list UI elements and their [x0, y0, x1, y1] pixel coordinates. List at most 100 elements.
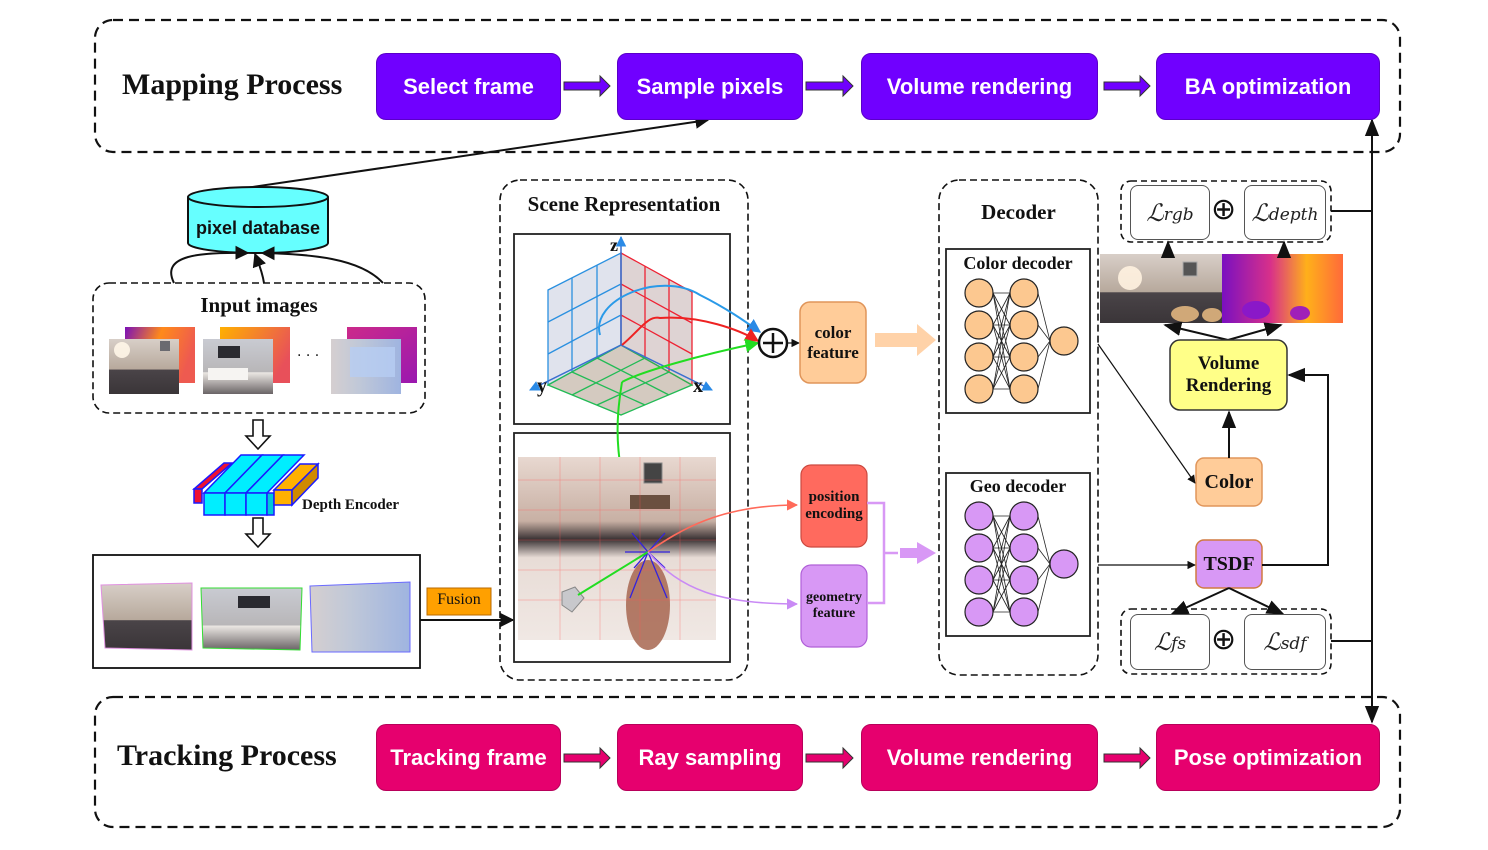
geometry-feature-label: geometry feature — [806, 589, 862, 621]
loss-sdf-symbol: ℒ — [1263, 628, 1281, 656]
position-encoding-arrow — [647, 499, 799, 553]
mlp-neuron — [1009, 278, 1039, 308]
loss-top-oplus-icon: ⊕ — [1211, 192, 1237, 227]
mlp-edge — [1037, 324, 1051, 342]
feature-merge-bracket — [867, 501, 898, 605]
mlp-neuron — [1009, 533, 1039, 563]
loss-fs-symbol: ℒ — [1153, 628, 1172, 656]
tracking-step-volume-rendering[interactable]: Volume rendering — [861, 724, 1098, 791]
tsdf-to-sdf-arrow — [1228, 587, 1285, 615]
color-decoder-to-color-arrow — [1097, 343, 1196, 484]
color-feature-to-decoder-arrow — [875, 324, 936, 356]
mlp-neuron — [964, 565, 994, 595]
loss-bottom-oplus-icon: ⊕ — [1211, 622, 1237, 657]
color-decoder-mlp — [964, 278, 1079, 404]
tracking-step-ray-sampling[interactable]: Ray sampling — [617, 724, 803, 791]
mlp-neuron — [964, 597, 994, 627]
mlp-edge — [1037, 340, 1051, 358]
mlp-edge — [1037, 547, 1051, 565]
tsdf-output-label: TSDF — [1203, 552, 1255, 575]
axis-x-label: x — [693, 375, 703, 397]
mapping-arrow-1 — [563, 74, 611, 98]
mapping-arrow-3 — [1103, 74, 1151, 98]
down-arrow-to-encoder — [244, 419, 272, 451]
volume-rendering-box-bg — [1169, 339, 1288, 411]
vr-to-depth-arrow — [1227, 322, 1283, 341]
geometry-feature-box-bg — [800, 564, 868, 648]
mlp-edge — [1037, 563, 1051, 581]
tracking-arrow-1 — [563, 746, 611, 770]
depth-encoder-block — [191, 454, 320, 516]
tsdf-to-vr-arrow — [1262, 367, 1329, 566]
tracking-step-pose-optimization[interactable]: Pose optimization — [1156, 724, 1380, 791]
fused-view-1 — [100, 582, 193, 651]
mlp-neuron — [1009, 597, 1039, 627]
tracking-step-tracking-frame[interactable]: Tracking frame — [376, 724, 561, 791]
color-output-label: Color — [1204, 470, 1254, 493]
mapping-step-sample-pixels[interactable]: Sample pixels — [617, 53, 803, 120]
tri-plane-grid — [529, 235, 713, 416]
decoder-frame — [938, 179, 1099, 676]
mlp-edge — [992, 292, 1011, 390]
feature-sum-oplus-icon — [757, 327, 789, 359]
mapping-step-select-frame[interactable]: Select frame — [376, 53, 561, 120]
decoder-title: Decoder — [981, 200, 1056, 224]
input-image-pair-2 — [203, 327, 290, 394]
tracking-arrows — [563, 746, 1151, 770]
input-images-label: Input images — [200, 293, 318, 317]
mapping-step-ba-optimization[interactable]: BA optimization — [1156, 53, 1380, 120]
mlp-edge — [992, 324, 1011, 390]
position-encoding-label: position encoding — [805, 488, 863, 522]
red-feature-arrow — [621, 316, 760, 346]
database-to-sample-arrow — [231, 114, 710, 191]
fusion-label: Fusion — [437, 591, 481, 608]
loss-depth-subscript: depth — [1268, 204, 1319, 225]
mlp-edge — [992, 515, 1011, 613]
fusion-box — [426, 587, 492, 616]
pixel-database-label: pixel database — [195, 218, 321, 238]
scene-representation-title: Scene Representation — [527, 192, 721, 216]
scene-render-image — [518, 457, 716, 650]
mlp-neuron — [1049, 326, 1079, 356]
axis-y-label: y — [537, 375, 547, 397]
volume-rendering-label: Volume Rendering — [1185, 353, 1272, 396]
tracking-process-frame — [93, 695, 1402, 829]
mlp-edge — [992, 547, 1011, 613]
rgb-depth-loss-frame — [1120, 180, 1332, 243]
mlp-neuron — [1009, 374, 1039, 404]
mlp-edge — [1037, 340, 1051, 390]
mapping-process-frame — [93, 18, 1402, 154]
tracking-arrow-3 — [1103, 746, 1151, 770]
mlp-neuron — [1009, 310, 1039, 340]
mlp-neuron — [964, 533, 994, 563]
loss-sdf-subscript: sdf — [1280, 634, 1307, 654]
mlp-neuron — [1009, 565, 1039, 595]
ellipsis-label: · · · — [297, 348, 320, 364]
geo-decoder-mlp — [964, 501, 1079, 627]
depth-encoder-label: Depth Encoder — [302, 497, 400, 513]
geo-decoder-title: Geo decoder — [969, 476, 1067, 496]
mlp-neuron — [964, 342, 994, 372]
input-images-frame — [92, 282, 426, 414]
geo-features-to-decoder-arrow — [900, 542, 936, 564]
scene-representation-frame — [499, 179, 749, 681]
input-image-pair-3 — [331, 327, 417, 394]
loss-fs-subscript: fs — [1171, 634, 1187, 654]
mapping-arrow-2 — [805, 74, 854, 98]
mlp-edge — [1037, 563, 1051, 613]
vr-to-rgb-arrow — [1163, 321, 1229, 341]
mlp-edge — [1037, 292, 1051, 342]
fused-view-2 — [200, 587, 303, 651]
input-to-database-arrows — [170, 245, 384, 284]
mlp-neuron — [1009, 501, 1039, 531]
mapping-step-volume-rendering[interactable]: Volume rendering — [861, 53, 1098, 120]
mapping-arrows — [563, 74, 1151, 98]
color-feature-label: color feature — [807, 322, 859, 362]
tsdf-to-fs-arrow — [1170, 587, 1230, 615]
loss-depth-symbol: ℒ — [1251, 198, 1269, 227]
input-image-pair-1 — [109, 327, 195, 394]
